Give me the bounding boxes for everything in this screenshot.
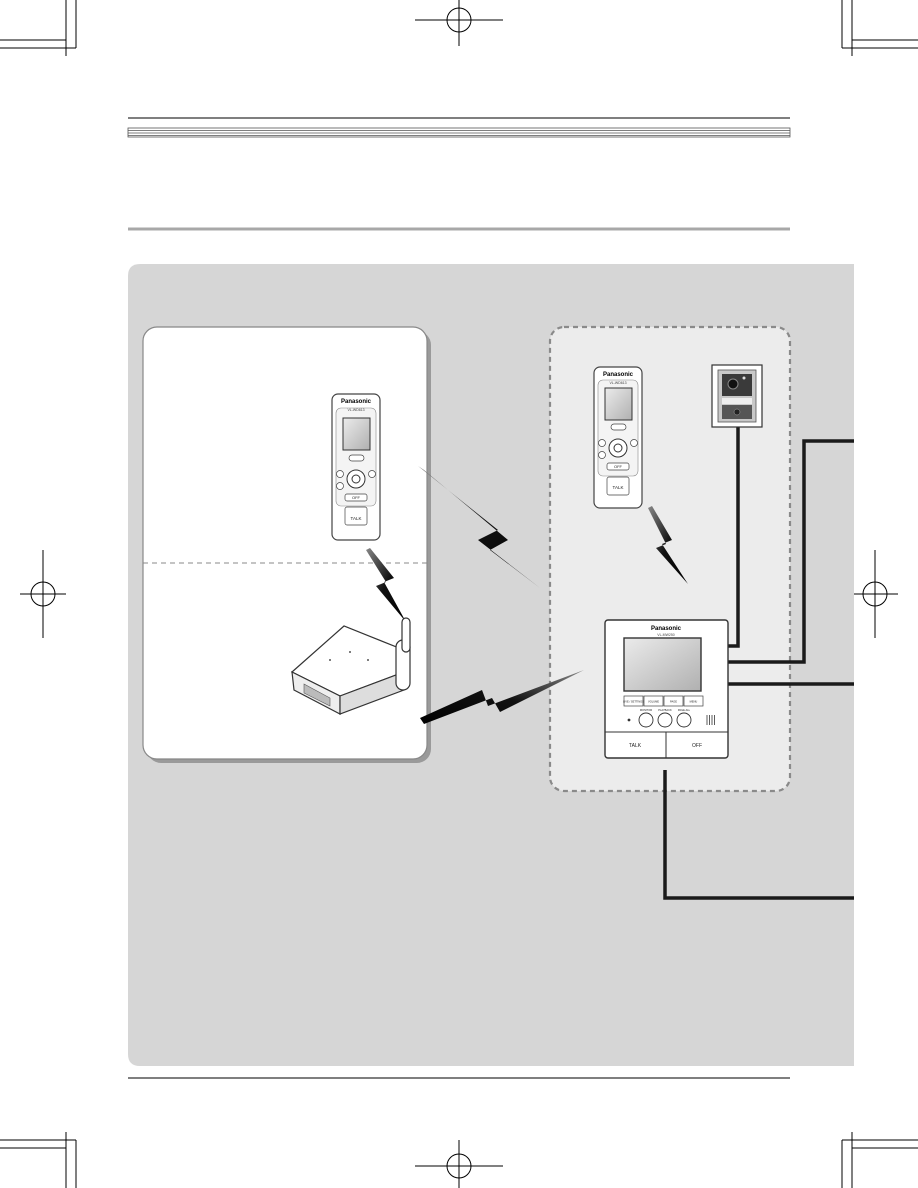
handset2-off-label: OFF: [614, 464, 623, 469]
cables: [663, 424, 854, 900]
softkey-1: LIVE / SETTINGS: [623, 700, 644, 704]
handset2-brand: Panasonic: [603, 372, 634, 378]
softkey-3: PAGE: [670, 700, 677, 704]
monitor-off-label: OFF: [692, 743, 702, 749]
round-btn-3: PAGE ALL: [678, 708, 691, 712]
monitor-talk-label: TALK: [629, 743, 642, 749]
handset2-model: VL-WD613: [609, 381, 626, 385]
door-station: [711, 364, 763, 428]
main-monitor: Panasonic VL-MW250 LIVE / SETTINGS VOLUM…: [604, 619, 729, 759]
round-btn-1: MONITOR: [640, 708, 652, 712]
handset-talk-label: TALK: [351, 516, 362, 521]
wireless-handset-remote: Panasonic VL-WD613 OFF TALK: [331, 393, 381, 541]
remote-area-box: [142, 326, 431, 763]
handset2-talk-label: TALK: [613, 485, 624, 490]
handset-off-label: OFF: [352, 495, 361, 500]
wireless-handset-indoor: Panasonic VL-WD613 OFF TALK: [593, 366, 643, 509]
handset-model: VL-WD613: [347, 408, 364, 412]
header-rules: [127, 117, 791, 231]
registration-marks: [20, 0, 898, 1188]
round-btn-2: PLAYBACK: [658, 708, 672, 712]
monitor-brand: Panasonic: [651, 626, 682, 632]
handset-brand: Panasonic: [341, 399, 372, 405]
wireless-unit: [290, 617, 411, 715]
wireless-signal-bolts: [366, 466, 688, 724]
softkey-2: VOLUME: [648, 700, 659, 704]
monitor-model: VL-MW250: [657, 633, 675, 637]
softkey-4: MENU: [690, 700, 698, 704]
